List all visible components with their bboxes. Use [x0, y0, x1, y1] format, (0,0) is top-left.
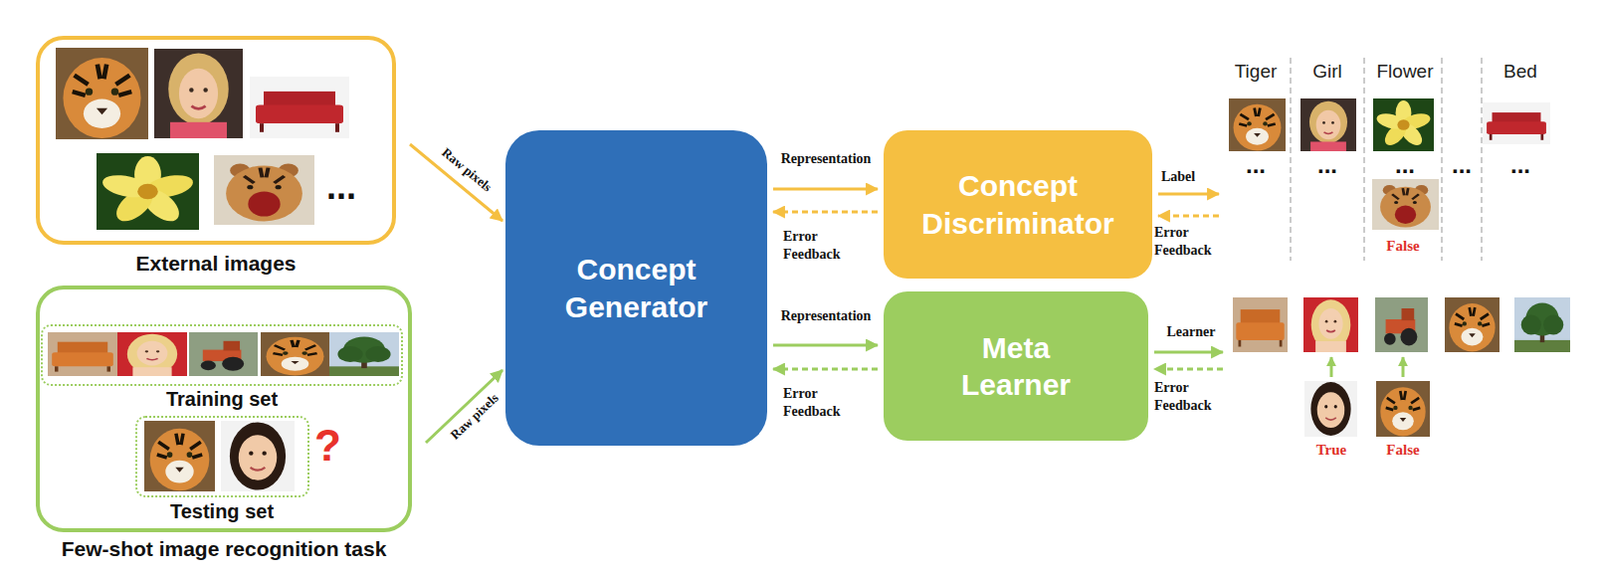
testing-photos-part	[144, 420, 215, 492]
image-set-box: Training set	[40, 324, 403, 387]
learner-photos-part	[1232, 297, 1288, 353]
flow-arrow	[773, 188, 878, 192]
result-mark: False	[1386, 236, 1419, 255]
learner-photos-part	[1376, 381, 1430, 437]
feedback-arrow	[1158, 214, 1219, 218]
external-photos-part	[213, 155, 315, 225]
result-mark: True	[1316, 440, 1348, 459]
label-panel: Tiger Girl Flower Bed............... False	[1221, 55, 1561, 265]
module-label: Concept Generator	[532, 250, 742, 326]
task-group-box: Training set?Testing setFew-shot image r…	[35, 285, 412, 533]
learner-photos	[1232, 297, 1571, 437]
category-label: Bed	[1503, 60, 1538, 83]
ellipsis: ...	[1510, 153, 1531, 178]
flow-arrow	[1154, 351, 1223, 355]
column-separators-part	[1289, 57, 1292, 261]
labelled-photos-part	[1300, 98, 1357, 152]
group-title: Few-shot image recognition task	[61, 537, 388, 562]
learner-photos-part	[1444, 297, 1500, 353]
question-mark: ?	[314, 421, 342, 470]
external-photos	[55, 47, 350, 230]
connector-label: Representation	[781, 307, 872, 326]
learner-photos-part	[1304, 381, 1358, 437]
column-separators	[1290, 57, 1482, 261]
connector-label: Error Feedback	[1154, 223, 1224, 259]
connector-label: Error Feedback	[783, 385, 853, 420]
category-label: Girl	[1312, 60, 1343, 83]
feedback-arrow	[773, 368, 878, 372]
column-separators-part	[1480, 57, 1483, 261]
result-mark: False	[1386, 440, 1419, 459]
external-photos-part	[154, 48, 243, 139]
training-photos-part	[47, 332, 118, 377]
training-photos-part	[117, 332, 188, 377]
testing-photos-part	[220, 420, 295, 492]
module-box: Meta Learner	[883, 291, 1149, 441]
connector-label: Representation	[781, 150, 872, 169]
ellipsis: ...	[1395, 153, 1415, 178]
flow-arrow	[1158, 193, 1219, 197]
training-photos	[47, 332, 400, 377]
module-box: Concept Discriminator	[883, 130, 1153, 279]
group-title: External images	[135, 251, 296, 276]
connector-label: Raw pixels	[437, 145, 495, 197]
module-box: Concept Generator	[505, 130, 768, 446]
external-photos-part	[55, 47, 149, 140]
flow-arrow	[409, 144, 503, 221]
module-label: Concept Discriminator	[898, 167, 1138, 242]
training-photos-part	[260, 332, 330, 377]
learner-photos-part	[1514, 297, 1571, 353]
connector-label: Error Feedback	[783, 227, 853, 263]
ellipsis: ...	[326, 169, 357, 205]
set-title: Testing set	[170, 500, 274, 523]
learner-photos-part	[1303, 297, 1359, 353]
connector-label: Label	[1161, 168, 1196, 187]
image-group-box: ...External images	[35, 35, 397, 245]
learner-panel: True False	[1225, 294, 1575, 464]
module-label: Meta Learner	[931, 329, 1101, 404]
match-arrows-part	[1401, 357, 1405, 378]
flow-arrow	[773, 344, 878, 348]
feedback-arrow	[773, 210, 878, 214]
feedback-arrow	[1154, 368, 1223, 372]
training-photos-part	[189, 332, 258, 377]
ellipsis: ...	[1317, 153, 1338, 178]
learner-photos-part	[1375, 297, 1428, 353]
training-photos-part	[329, 332, 400, 377]
external-photos-part	[96, 153, 200, 230]
category-label: Tiger	[1234, 60, 1278, 83]
labelled-photos-part	[1372, 179, 1439, 230]
category-label: Flower	[1376, 60, 1433, 83]
external-photos-part	[249, 76, 350, 139]
connector-label: Error Feedback	[1154, 379, 1224, 414]
labelled-photos-part	[1482, 102, 1551, 145]
set-title: Training set	[166, 388, 278, 410]
ellipsis: ...	[1245, 153, 1266, 178]
match-arrows-part	[1330, 357, 1334, 378]
labelled-photos-part	[1373, 98, 1434, 152]
column-separators-part	[1440, 57, 1443, 261]
match-arrows	[1331, 357, 1403, 378]
connector-label: Learner	[1167, 323, 1216, 342]
column-separators-part	[1363, 57, 1366, 261]
labelled-photos-part	[1228, 98, 1286, 152]
ellipsis: ...	[1451, 153, 1472, 178]
image-set-box: ?Testing set	[135, 415, 310, 498]
testing-photos	[144, 420, 295, 492]
labelled-photos	[1228, 98, 1551, 230]
